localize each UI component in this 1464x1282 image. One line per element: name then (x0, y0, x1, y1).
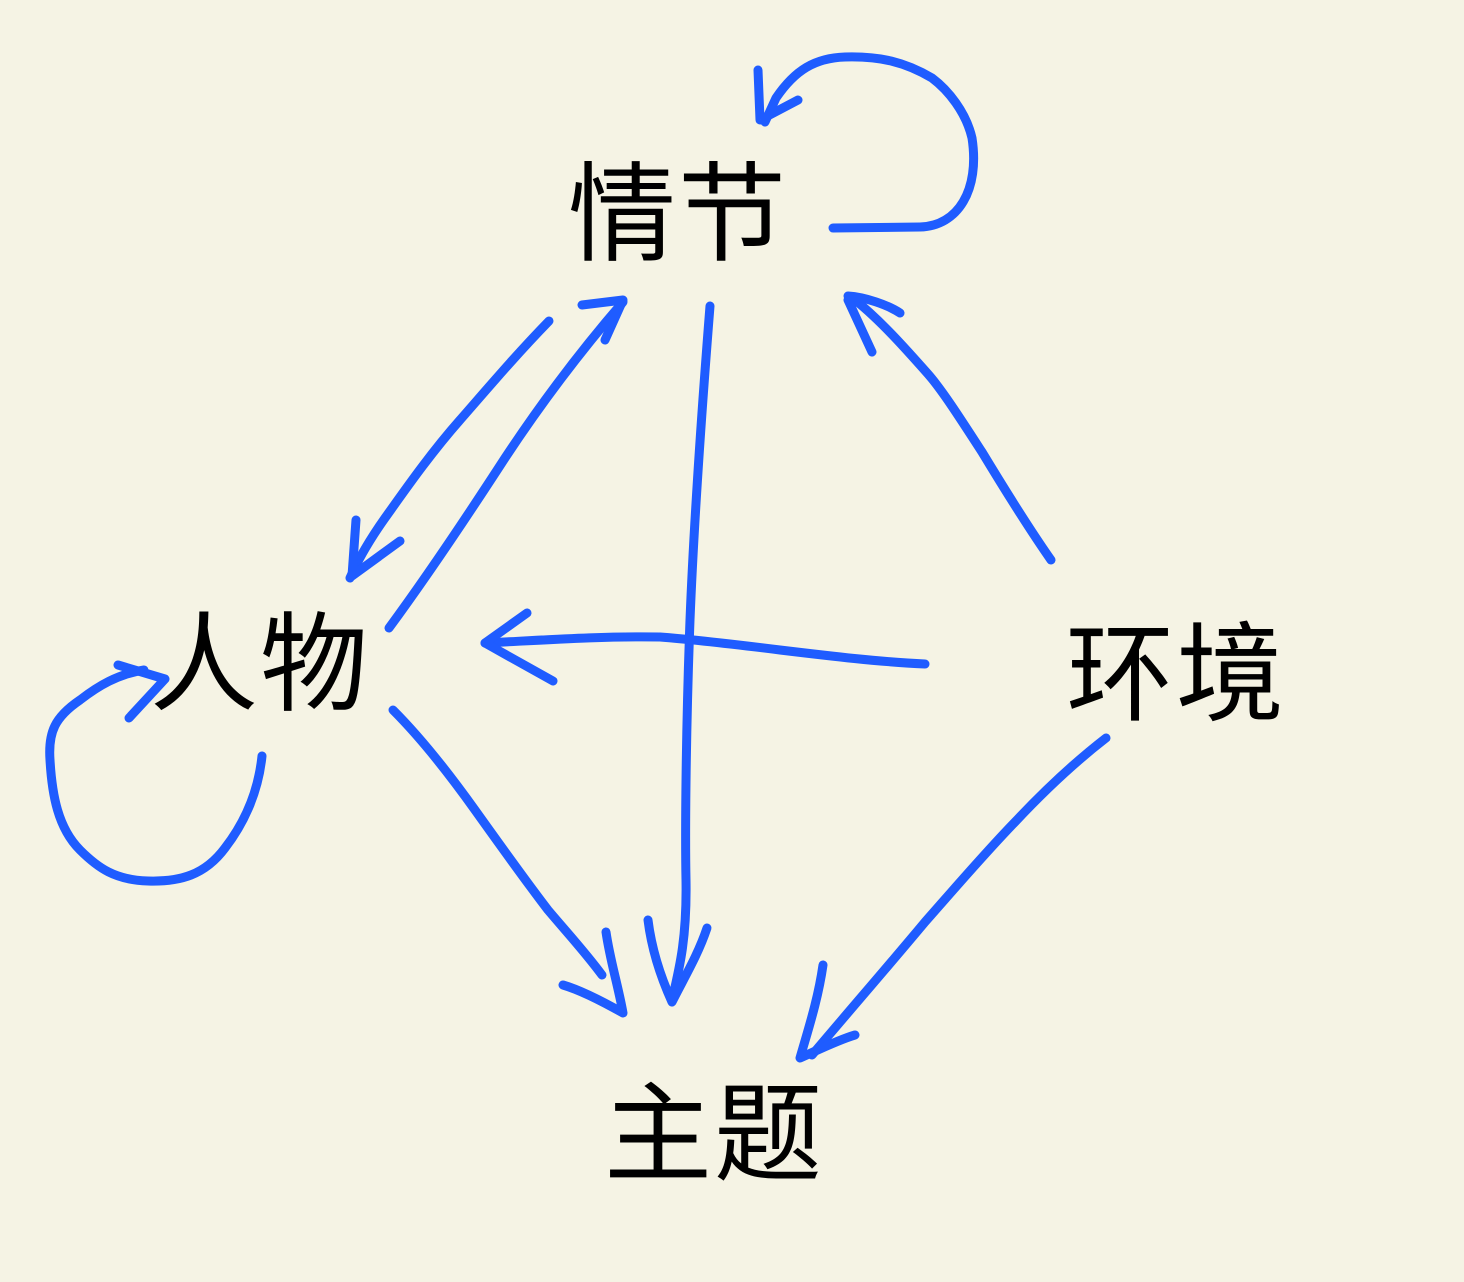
node-setting: 环境 (1066, 613, 1287, 738)
edge-setting-to-plot (843, 291, 1056, 565)
node-character: 人物 (150, 603, 371, 728)
node-theme: 主题 (604, 1073, 825, 1198)
edge-plot-self (753, 52, 979, 233)
edge-setting-to-theme (795, 733, 1111, 1063)
edge-setting-to-character (480, 608, 930, 686)
edge-character-to-plot (384, 295, 628, 633)
node-plot: 情节 (568, 153, 789, 278)
edge-character-to-theme (388, 705, 628, 1018)
edge-character-self (45, 660, 267, 886)
edge-plot-to-theme (643, 301, 715, 1007)
edge-plot-to-character (345, 316, 554, 583)
